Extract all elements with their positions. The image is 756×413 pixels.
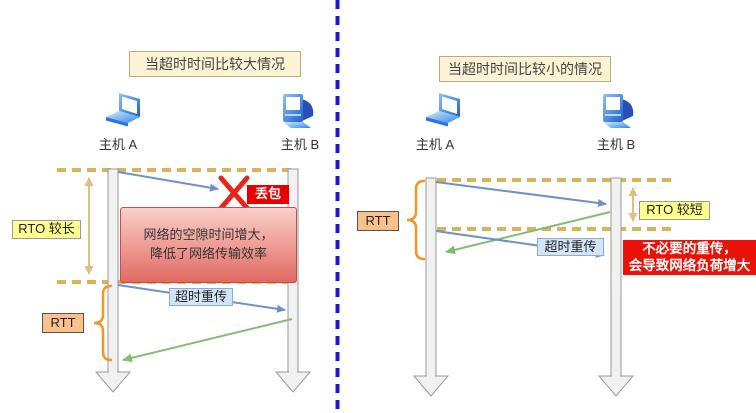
packet-loss-badge: 丢包	[247, 185, 289, 204]
right-rto-label: RTO 较短	[639, 201, 710, 220]
left-host-a-label: 主机 A	[98, 137, 138, 153]
left-rtt-label: RTT	[42, 313, 84, 333]
left-data-send-arrow	[117, 171, 219, 192]
left-panel-title: 当超时时间比较大情况	[129, 51, 301, 77]
right-panel-title: 当超时时间比较小的情况	[439, 56, 611, 82]
right-host-a-lifeline	[412, 177, 450, 397]
left-host-a-lifeline	[94, 168, 132, 393]
left-note-line2: 降低了网络传输效率	[149, 246, 267, 261]
right-panel-title-text: 当超时时间比较小的情况	[448, 60, 602, 77]
right-host-b-label: 主机 B	[596, 137, 636, 153]
left-panel-title-text: 当超时时间比较大情况	[145, 55, 285, 72]
left-note-box: 网络的空隙时间增大， 降低了网络传输效率	[120, 207, 297, 283]
right-host-b-lifeline	[597, 177, 635, 397]
left-host-b-label: 主机 B	[280, 137, 320, 153]
right-rtt-brace	[406, 179, 426, 261]
right-retransmit-label: 超时重传	[537, 238, 604, 256]
right-ack-arrow	[445, 211, 611, 255]
right-note-line1: 不必要的重传，	[642, 240, 737, 256]
right-host-a-laptop-icon	[426, 93, 460, 127]
left-rtt-brace	[93, 284, 113, 362]
left-host-b-desktop-icon	[283, 94, 314, 128]
left-ack-arrow	[122, 318, 293, 363]
left-host-a-laptop-icon	[106, 93, 140, 127]
right-note-box: 不必要的重传， 会导致网络负荷增大	[623, 240, 756, 275]
right-note-line2: 会导致网络负荷增大	[628, 257, 751, 273]
right-host-a-label: 主机 A	[415, 137, 455, 153]
right-rtt-label: RTT	[357, 211, 399, 231]
left-retransmit-label: 超时重传	[169, 288, 233, 306]
packet-loss-x-icon	[218, 175, 250, 211]
right-host-b-desktop-icon	[603, 94, 634, 128]
left-rto-label: RTO 较长	[12, 220, 81, 239]
right-data-send-arrow	[435, 181, 607, 207]
left-note-line1: 网络的空隙时间增大，	[143, 227, 274, 243]
